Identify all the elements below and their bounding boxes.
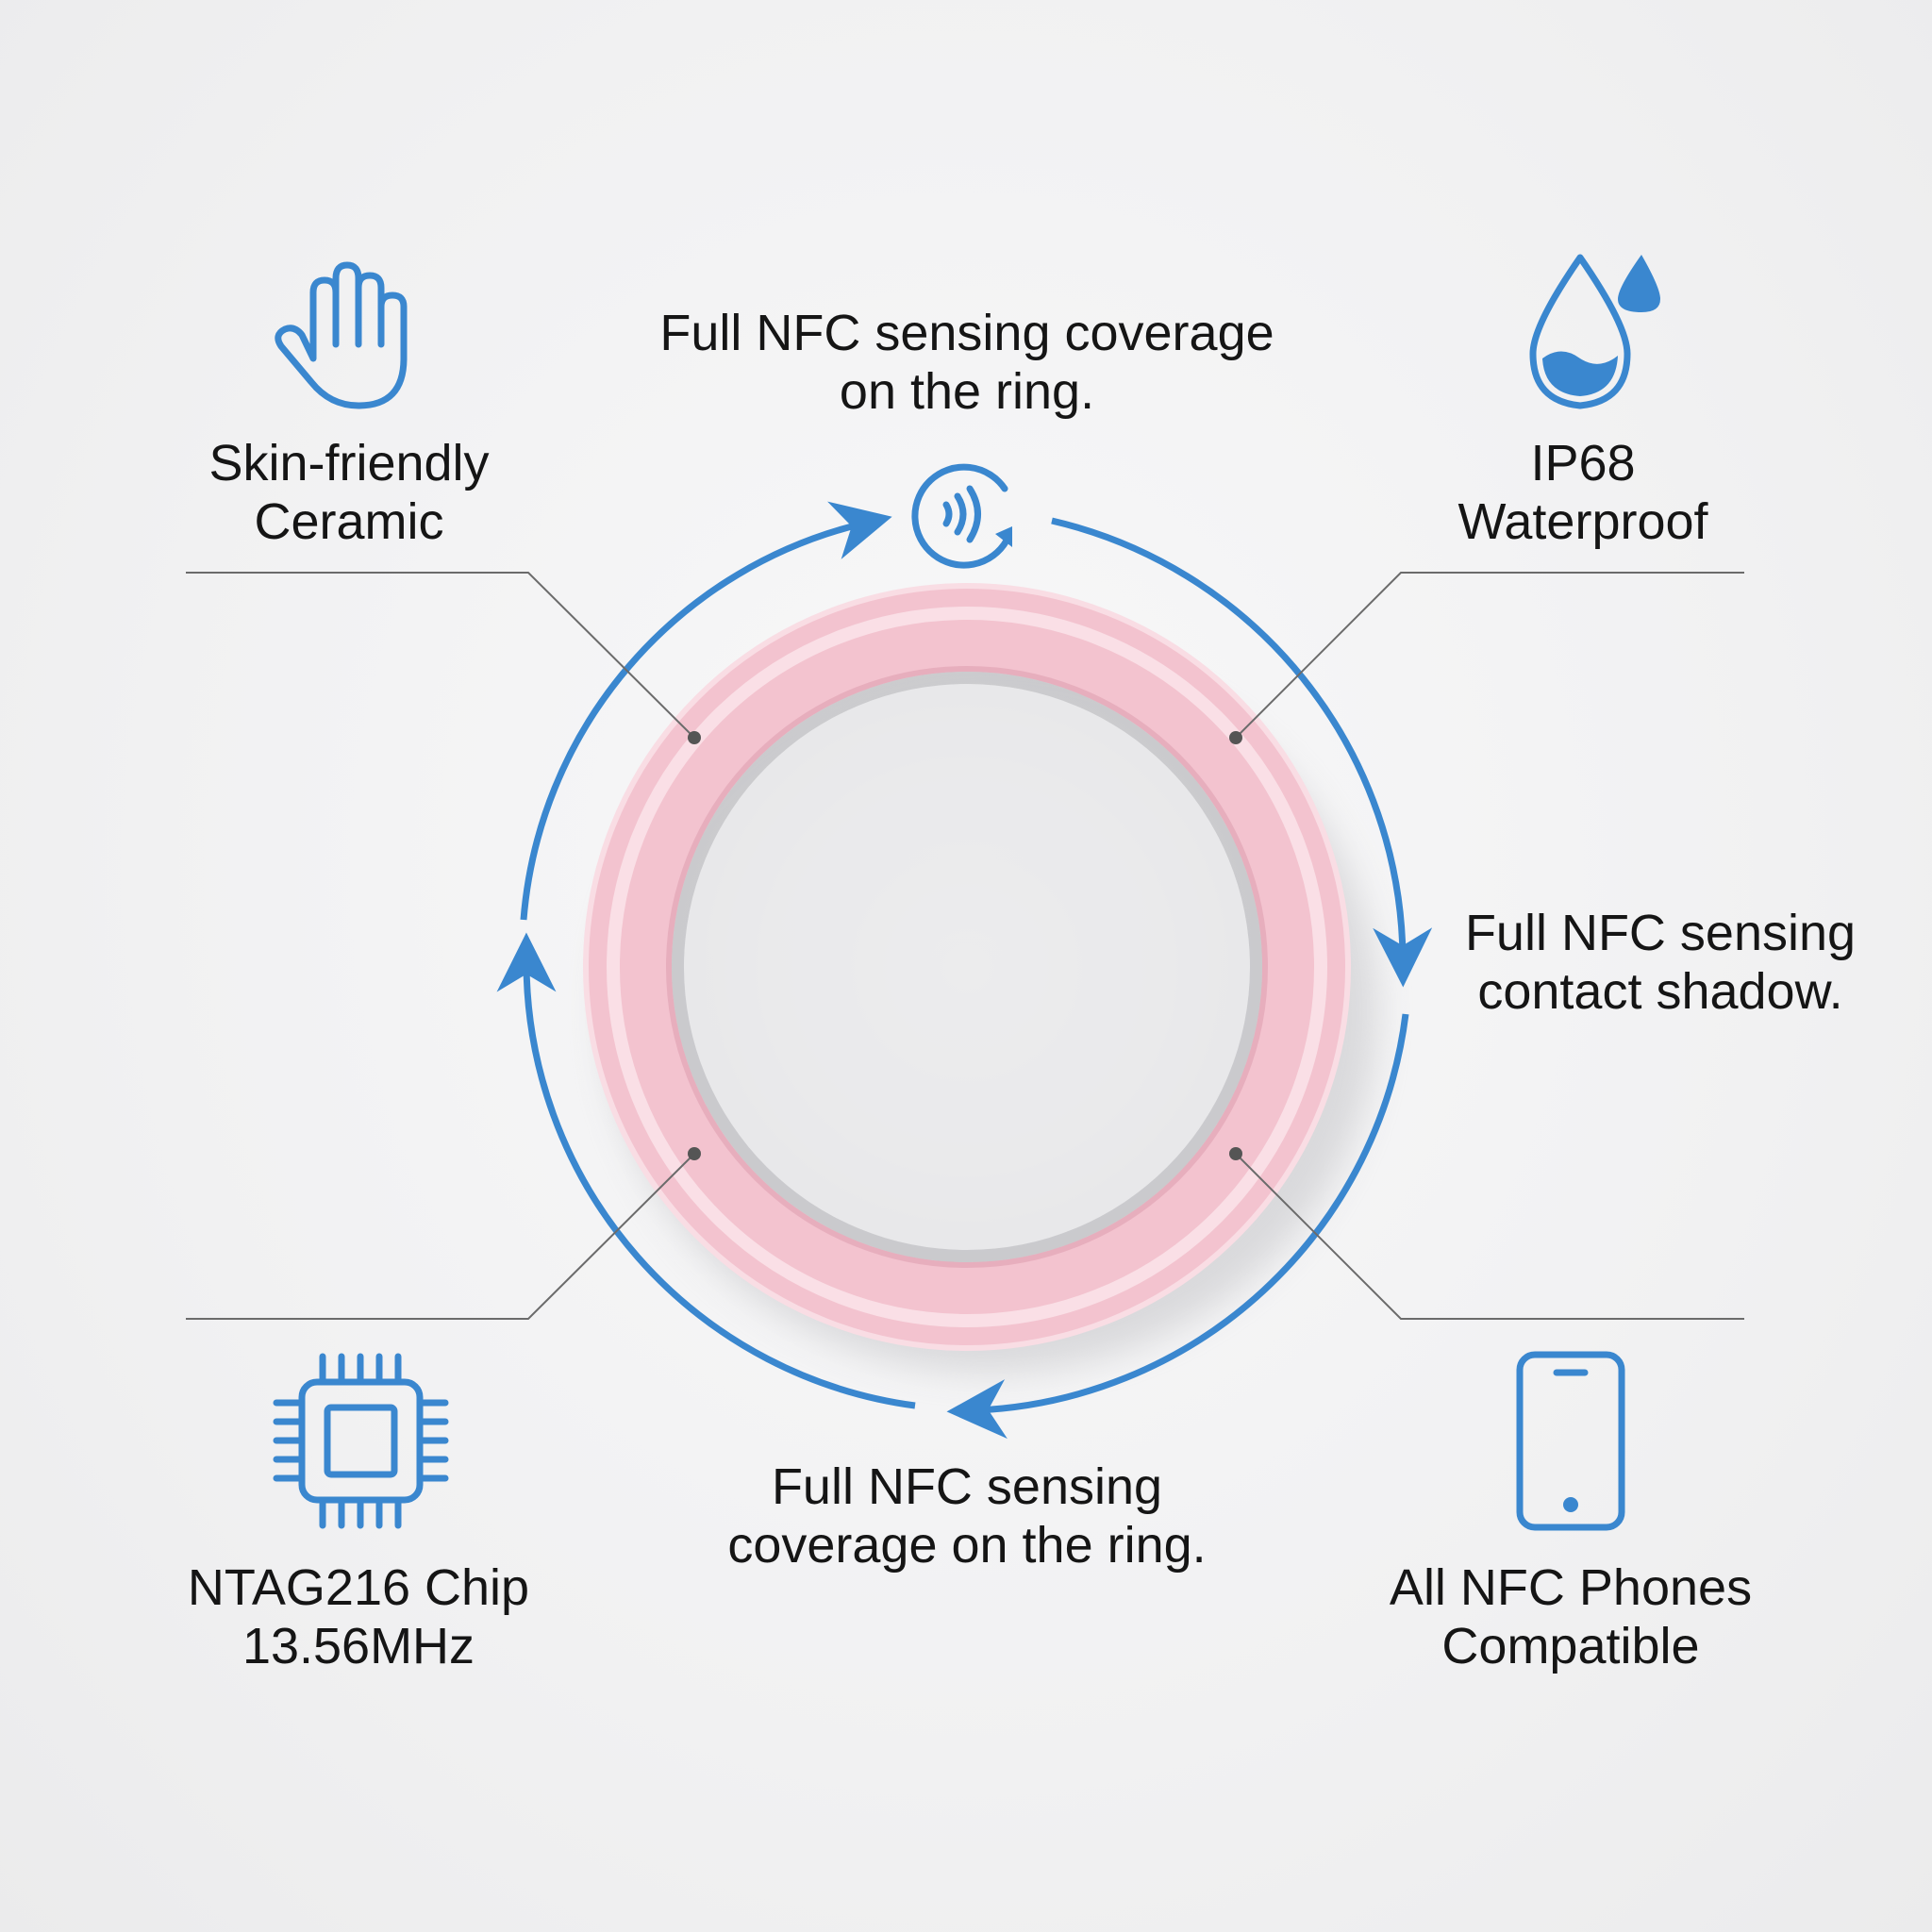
- leader-dot-top-right: [1229, 731, 1242, 744]
- label-line: Compatible: [1441, 1618, 1700, 1674]
- ceramic-ring: [583, 583, 1351, 1351]
- water-drop-icon: [1529, 254, 1660, 409]
- label-line: Full NFC sensing: [771, 1458, 1163, 1515]
- label-skin-friendly-ceramic: Skin-friendly Ceramic: [160, 434, 538, 551]
- label-ip68-waterproof: IP68 Waterproof: [1394, 434, 1772, 551]
- label-line: 13.56MHz: [242, 1618, 475, 1674]
- label-line: Full NFC sensing: [1464, 905, 1857, 961]
- nfc-signal-icon: [911, 463, 1012, 569]
- leader-line-bottom-left: [186, 1153, 695, 1320]
- orbit-arrow-bottom-left: [496, 932, 916, 1409]
- label-line: Waterproof: [1457, 493, 1708, 550]
- leader-dot-top-left: [688, 731, 701, 744]
- leader-dot-bottom-right: [1229, 1147, 1242, 1160]
- hand-icon: [275, 261, 408, 409]
- leader-dot-bottom-left: [688, 1147, 701, 1160]
- label-line: coverage on the ring.: [727, 1517, 1207, 1574]
- label-ntag216-chip: NTAG216 Chip 13.56MHz: [151, 1558, 566, 1675]
- label-line: Skin-friendly: [208, 435, 490, 491]
- leader-line-top-right: [1235, 572, 1744, 739]
- leader-dots: [688, 731, 1242, 1160]
- label-nfc-coverage-top: Full NFC sensing coverage on the ring.: [623, 304, 1311, 421]
- chip-icon: [273, 1353, 449, 1529]
- label-line: on the ring.: [839, 363, 1095, 420]
- label-line: IP68: [1530, 435, 1636, 491]
- label-line: Full NFC sensing coverage: [659, 305, 1274, 361]
- label-line: contact shadow.: [1477, 963, 1843, 1020]
- label-line: Ceramic: [254, 493, 444, 550]
- leader-lines: [186, 572, 1744, 1320]
- leader-line-bottom-right: [1235, 1153, 1744, 1320]
- orbit-arrow-top-left: [520, 501, 892, 921]
- orbit-arrow-top-right: [1051, 517, 1433, 988]
- label-nfc-coverage-bottom: Full NFC sensing coverage on the ring.: [689, 1457, 1245, 1574]
- smartphone-icon: [1516, 1351, 1625, 1531]
- label-line: NTAG216 Chip: [187, 1559, 530, 1616]
- label-nfc-contact-shadow: Full NFC sensing contact shadow.: [1443, 904, 1877, 1021]
- leader-line-top-left: [186, 572, 695, 739]
- label-all-nfc-phones: All NFC Phones Compatible: [1358, 1558, 1783, 1675]
- label-line: All NFC Phones: [1389, 1559, 1753, 1616]
- orbit-arrow-bottom-right: [946, 1013, 1409, 1440]
